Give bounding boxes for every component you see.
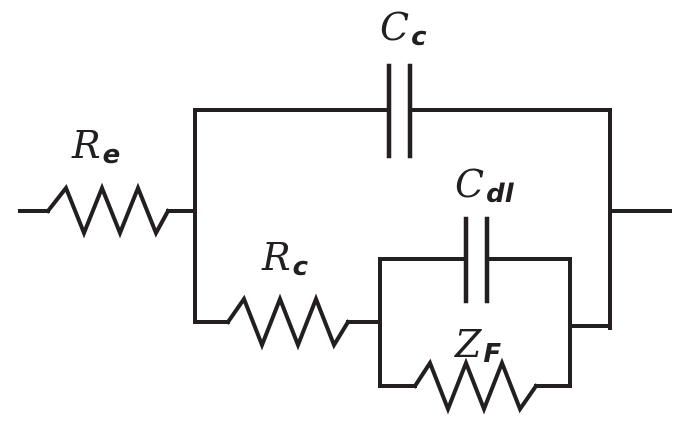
top-branch-right-wire (408, 108, 612, 330)
faradaic-impedance-zigzag (412, 357, 539, 415)
coating-resistor-zigzag (225, 293, 351, 351)
faradaic-impedance-label: ZF (454, 322, 501, 369)
inner-top-right-wire (485, 257, 572, 388)
coating-resistor-label: Rc (261, 235, 309, 282)
electrolyte-resistor-zigzag (45, 182, 171, 239)
coating-capacitor-label: Cc (380, 5, 427, 52)
double-layer-capacitor-label: Cdl (455, 162, 515, 209)
electrolyte-resistor-label: Re (71, 123, 120, 170)
